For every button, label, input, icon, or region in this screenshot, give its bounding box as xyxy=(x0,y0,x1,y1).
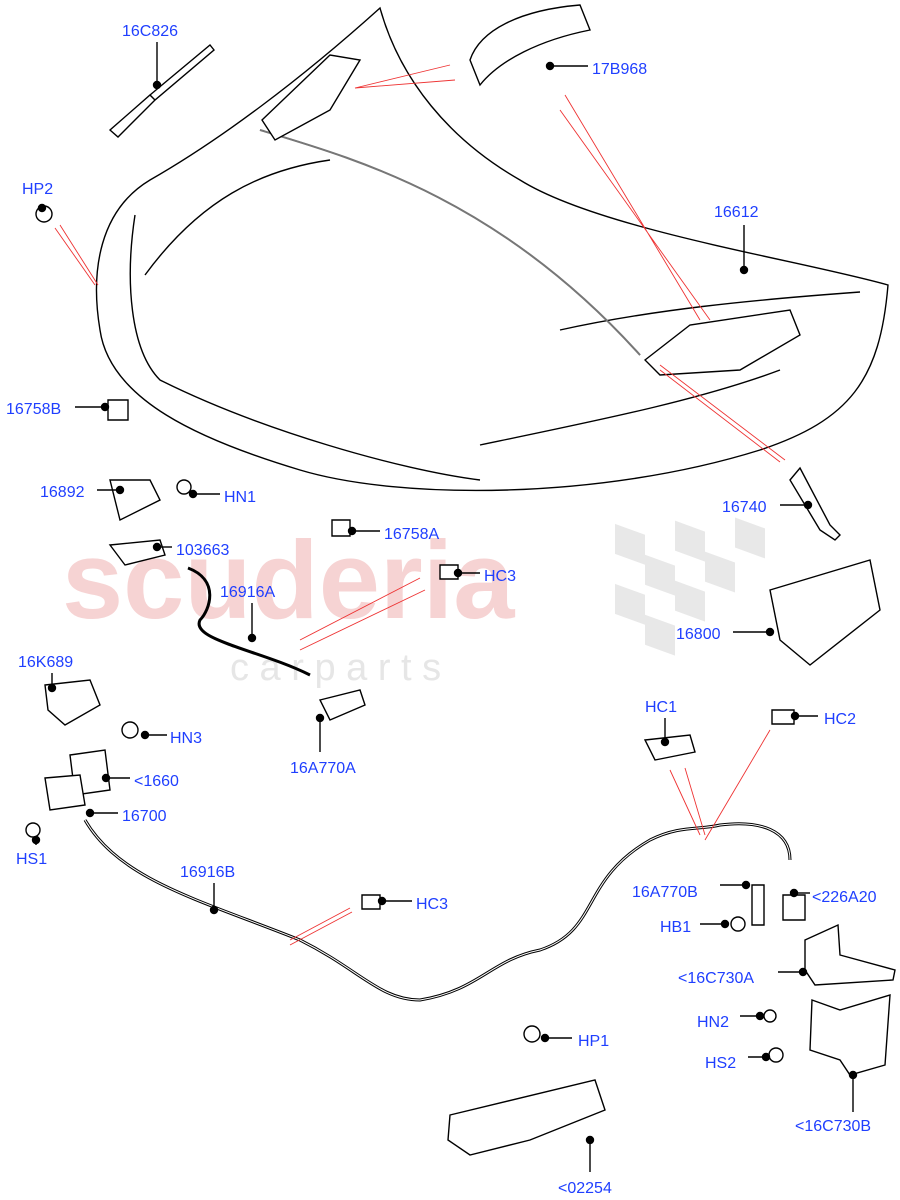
part-label: 17B968 xyxy=(592,61,647,78)
watermark-brand: scuderia xyxy=(62,519,515,642)
checker-flag-icon xyxy=(615,517,765,656)
part-label: 16700 xyxy=(122,808,167,825)
part-label: 16916A xyxy=(220,584,275,601)
part-label: 16A770B xyxy=(632,884,698,901)
part-label: <1660 xyxy=(134,773,179,790)
part-label: HN3 xyxy=(170,730,202,747)
reference-lines xyxy=(54,64,786,946)
part-label: 16758A xyxy=(384,526,439,543)
part-label: <16C730A xyxy=(678,970,754,987)
part-label: 16740 xyxy=(722,499,767,516)
part-label: 16C826 xyxy=(122,23,178,40)
part-label: 16892 xyxy=(40,484,85,501)
part-label: <16C730B xyxy=(795,1118,871,1135)
part-label: 16758B xyxy=(6,401,61,418)
part-label: HB1 xyxy=(660,919,691,936)
watermark: scuderia c a r p a r t s xyxy=(62,517,765,689)
part-label: <226A20 xyxy=(812,889,877,906)
part-label: 103663 xyxy=(176,542,229,559)
part-label: <02254 xyxy=(558,1180,612,1197)
release-cables xyxy=(83,566,792,1002)
gas-strut xyxy=(108,44,215,138)
part-label: HC2 xyxy=(824,711,856,728)
part-label: HS1 xyxy=(16,851,47,868)
part-label: HN1 xyxy=(224,489,256,506)
part-label: HC3 xyxy=(416,896,448,913)
part-label: HP1 xyxy=(578,1033,609,1050)
part-label: HC1 xyxy=(645,699,677,716)
part-label: 16A770A xyxy=(290,760,356,777)
part-label: HS2 xyxy=(705,1055,736,1072)
hood-panel xyxy=(95,6,889,492)
leader-lines xyxy=(31,42,858,1172)
part-label: 16916B xyxy=(180,864,235,881)
part-label: HN2 xyxy=(697,1014,729,1031)
part-label: 16K689 xyxy=(18,654,73,671)
part-label: 16612 xyxy=(714,204,759,221)
part-label: 16800 xyxy=(676,626,721,643)
part-label: HC3 xyxy=(484,568,516,585)
part-labels: 16C826 17B968 HP2 16612 16758B 16892 HN1… xyxy=(6,23,877,1197)
watermark-sub: c a r p a r t s xyxy=(230,647,441,689)
badge-trim xyxy=(469,4,591,87)
part-label: HP2 xyxy=(22,181,53,198)
